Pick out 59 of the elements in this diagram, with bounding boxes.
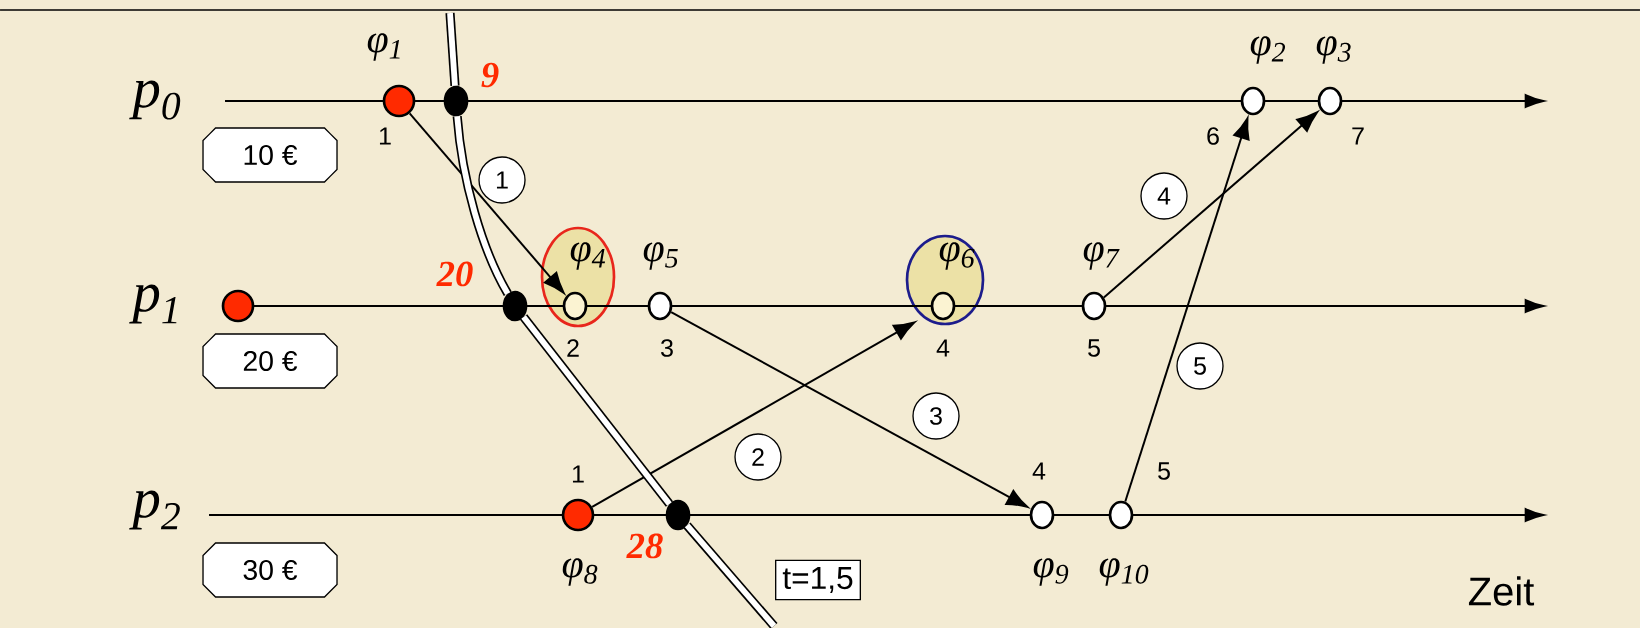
start-event-dot (561, 498, 595, 532)
value-box: 20 € (202, 333, 338, 389)
event-label: φ$_{6}$ (939, 242, 975, 270)
event-label: φ$_{9}$ (1033, 558, 1069, 586)
event-label: φ$_{3}$ (1316, 36, 1351, 64)
clock-value: 4 (936, 339, 950, 357)
event-label: φ$_{8}$ (562, 558, 598, 586)
event-dot (930, 291, 956, 321)
event-label: φ$_{5}$ (643, 242, 678, 270)
event-label: φ$_{7}$ (1083, 242, 1120, 270)
cut-point (665, 499, 691, 531)
start-event-dot (221, 289, 255, 323)
cut-value-label: 28 (626, 533, 663, 559)
axis-label: Zeit (1468, 576, 1535, 606)
cut-line (452, 115, 512, 296)
process-label: p$_{0}$ (129, 80, 181, 120)
cut-line (520, 314, 674, 507)
event-dot (1108, 500, 1134, 530)
cut-value-label: 20 (436, 261, 473, 287)
cut-point (502, 290, 528, 322)
time-box: t=1,5 (775, 559, 861, 601)
clock-value: 7 (1352, 127, 1364, 145)
event-label: φ$_{10}$ (1099, 558, 1149, 586)
event-dot (1317, 86, 1343, 116)
clock-value: 4 (1032, 462, 1046, 480)
edge-label: 4 (1140, 172, 1188, 220)
event-dot (647, 291, 673, 321)
message-arrow (591, 321, 916, 508)
process-label: p$_{1}$ (129, 284, 177, 324)
start-event-dot (382, 84, 416, 118)
message-arrow (1102, 111, 1318, 299)
event-dot (562, 291, 588, 321)
clock-value: 1 (379, 127, 391, 145)
event-dot (1240, 86, 1266, 116)
message-arrow (670, 311, 1029, 508)
clock-value: 1 (572, 465, 584, 483)
event-label: φ$_{2}$ (1250, 36, 1286, 64)
edge-label: 3 (912, 392, 960, 440)
message-arrow (1124, 117, 1250, 503)
process-label: p$_{2}$ (129, 490, 180, 530)
edge-label: 1 (478, 156, 526, 204)
cut-value-label: 9 (481, 62, 499, 88)
message-arrow (408, 112, 565, 294)
event-dot (1029, 500, 1055, 530)
clock-value: 5 (1088, 339, 1100, 357)
edge-label: 5 (1176, 342, 1224, 390)
value-box: 10 € (202, 127, 338, 183)
event-label: φ$_{1}$ (367, 33, 400, 61)
edge-label: 2 (734, 433, 782, 481)
event-label: φ$_{4}$ (570, 242, 605, 270)
cut-line (445, 12, 460, 87)
clock-value: 3 (661, 339, 673, 357)
clock-value: 5 (1158, 462, 1170, 480)
value-box: 30 € (202, 542, 338, 598)
cut-point (443, 85, 469, 117)
clock-value: 2 (567, 339, 579, 357)
cut-line (683, 522, 778, 628)
clock-value: 6 (1207, 127, 1219, 145)
event-dot (1081, 291, 1107, 321)
